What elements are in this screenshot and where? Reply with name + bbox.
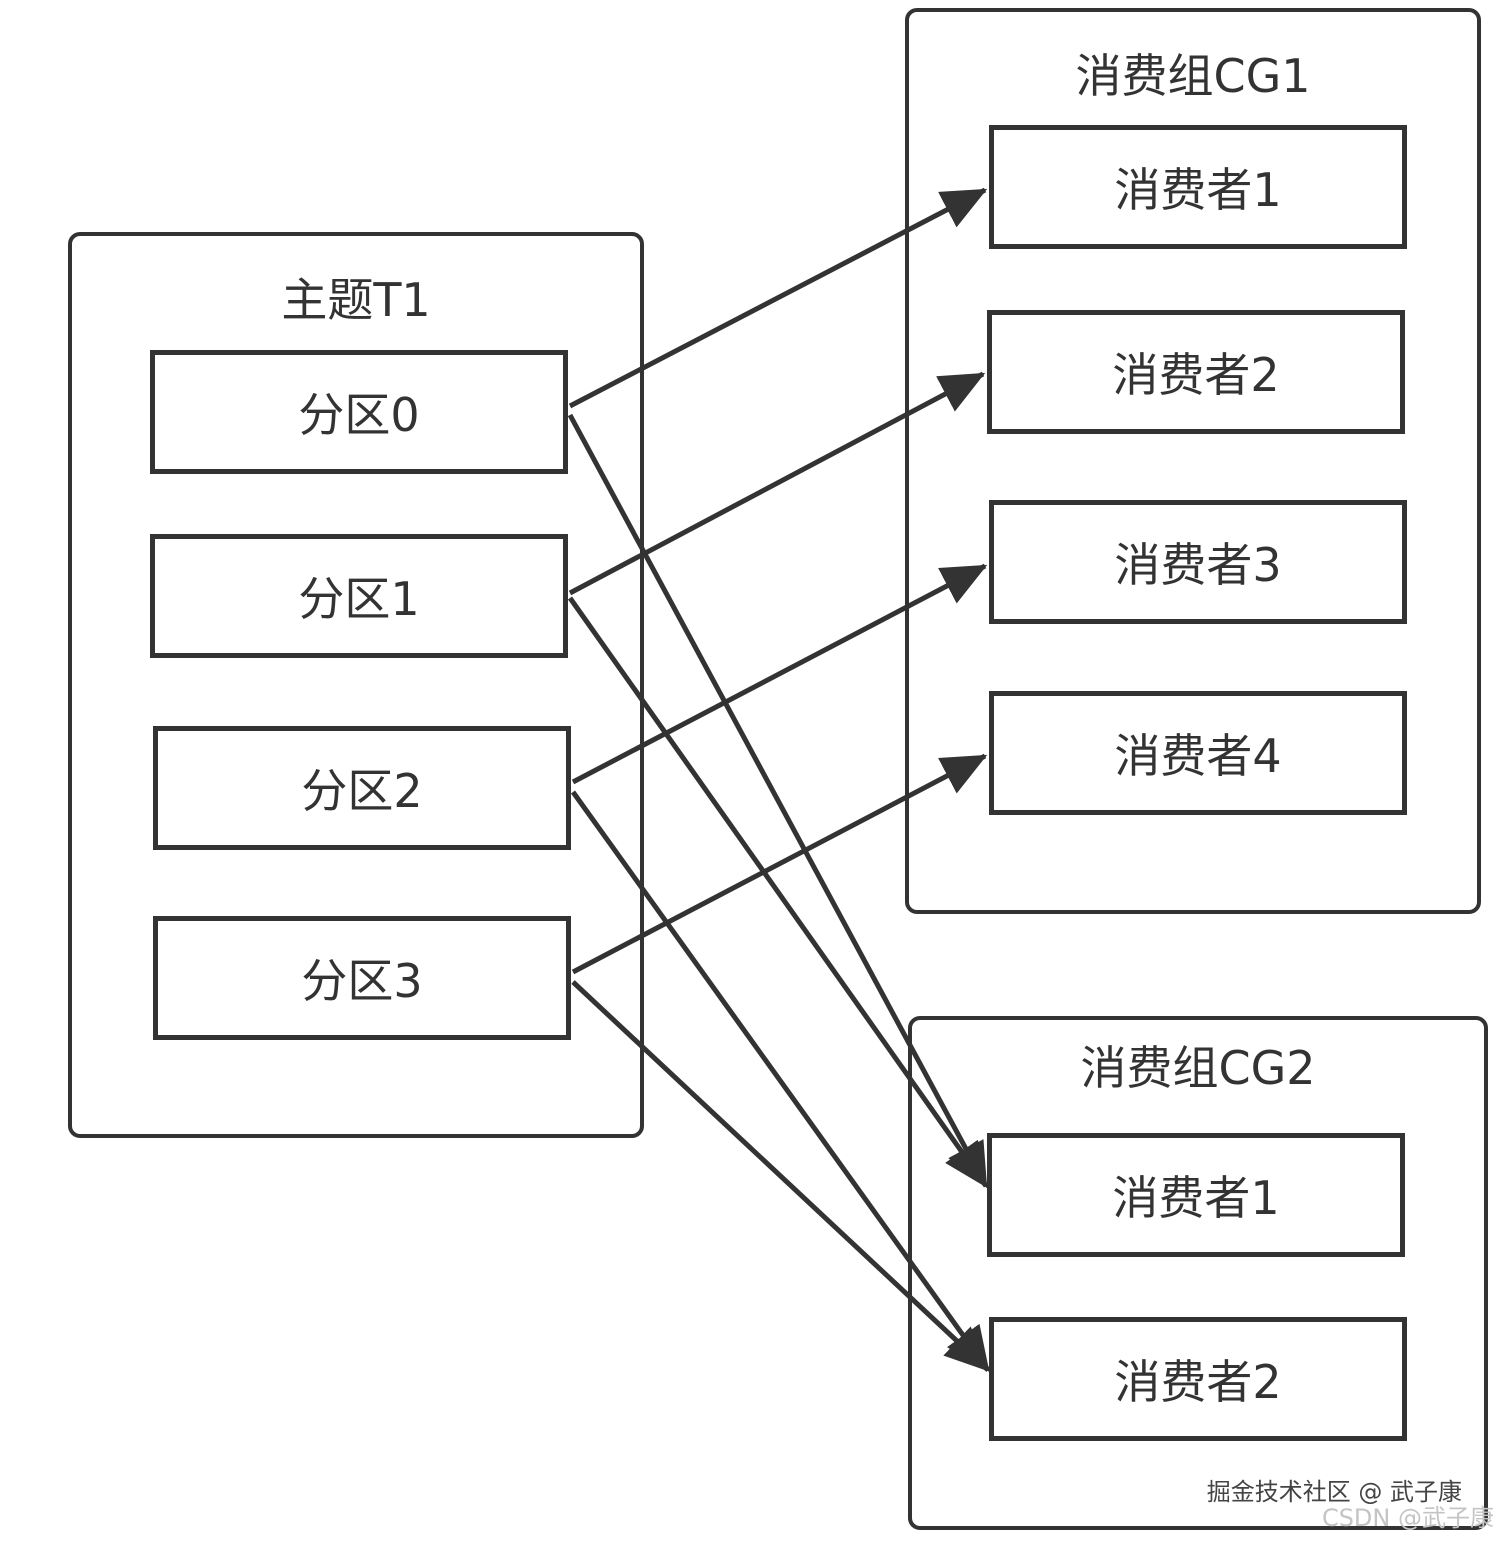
- cg2-consumer-1-label: 消费者1: [1112, 1171, 1280, 1225]
- cg1-consumer-4-label: 消费者4: [1114, 729, 1282, 783]
- arrow-p2-cg1-c3: [571, 563, 988, 785]
- arrow-p0-cg2-c1: [567, 413, 989, 1189]
- cg1-consumer-2-box: 消费者2: [987, 310, 1405, 434]
- topic-title: 主题T1: [281, 273, 431, 327]
- cg1-consumer-2-label: 消费者2: [1112, 348, 1280, 402]
- cg1-consumer-3-box: 消费者3: [989, 500, 1407, 624]
- cg2-consumer-2-box: 消费者2: [989, 1317, 1407, 1441]
- cg1-title: 消费组CG1: [1075, 49, 1311, 103]
- partition-0-box: 分区0: [150, 350, 568, 474]
- arrow-p2-cg2-c2: [570, 790, 991, 1373]
- arrow-p0-cg1-c1: [568, 187, 988, 409]
- partition-2-label: 分区2: [301, 764, 423, 818]
- cg1-consumer-3-label: 消费者3: [1114, 538, 1282, 592]
- cg1-consumer-4-box: 消费者4: [989, 691, 1407, 815]
- arrow-p1-cg2-c1: [567, 596, 989, 1189]
- partition-3-box: 分区3: [153, 916, 571, 1040]
- partition-1-label: 分区1: [298, 572, 420, 626]
- cg2-consumer-2-label: 消费者2: [1114, 1355, 1282, 1409]
- consumer-group-cg2: 消费组CG2: [908, 1016, 1488, 1530]
- arrow-p1-cg1-c2: [568, 371, 986, 596]
- watermark-csdn: CSDN @武子康: [1321, 1504, 1494, 1532]
- partition-0-label: 分区0: [298, 388, 420, 442]
- cg1-consumer-1-label: 消费者1: [1114, 163, 1282, 217]
- partition-3-label: 分区3: [301, 954, 423, 1008]
- cg2-consumer-1-box: 消费者1: [987, 1133, 1405, 1257]
- watermark-juejin: 掘金技术社区 @ 武子康: [1206, 1478, 1462, 1506]
- arrow-p3-cg1-c4: [571, 753, 988, 975]
- partition-1-box: 分区1: [150, 534, 568, 658]
- arrow-p3-cg2-c2: [571, 980, 990, 1372]
- partition-2-box: 分区2: [153, 726, 571, 850]
- cg2-title: 消费组CG2: [1080, 1041, 1316, 1095]
- cg1-consumer-1-box: 消费者1: [989, 125, 1407, 249]
